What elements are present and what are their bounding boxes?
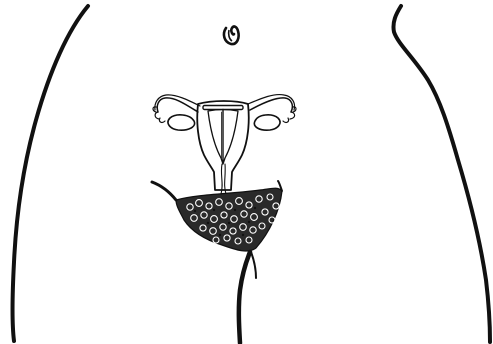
left-hip-outline: [13, 6, 89, 341]
pubic-hair: [152, 181, 282, 251]
navel: [224, 27, 239, 45]
right-hip-outline: [393, 6, 490, 342]
left-thigh-line: [239, 252, 250, 343]
left-ovary: [168, 115, 195, 130]
uterus-with-iud: [153, 95, 296, 194]
right-ovary: [254, 115, 280, 130]
right-thigh-line: [251, 252, 256, 278]
